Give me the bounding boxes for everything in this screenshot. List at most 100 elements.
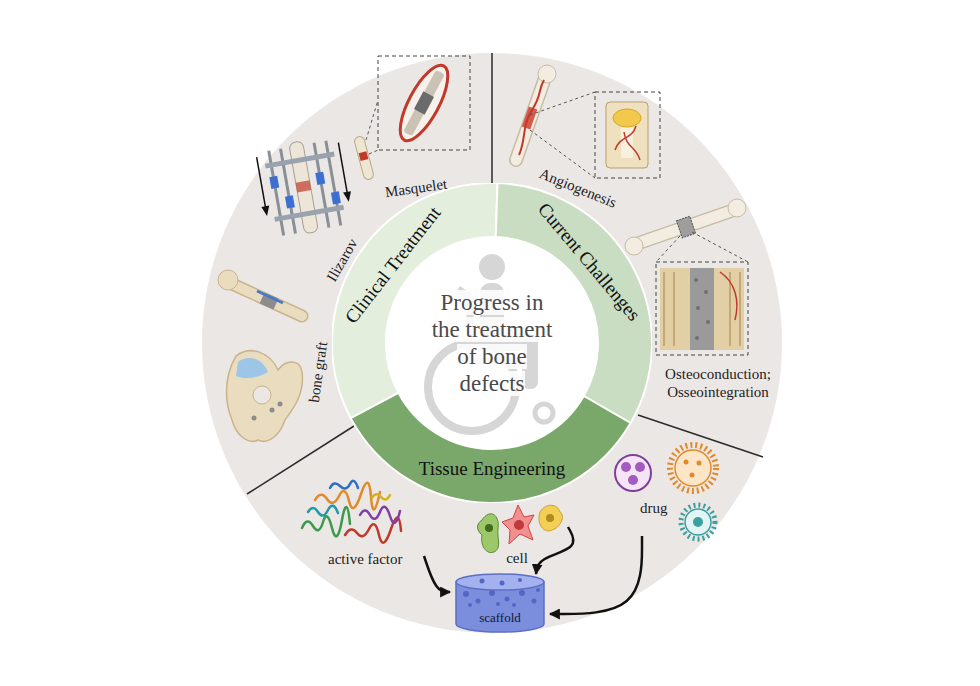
angiogenesis-figure-part	[516, 78, 545, 160]
flow-arrow	[536, 527, 573, 574]
bone-graft-figure	[218, 270, 302, 441]
masquelet-figure-part-part	[353, 135, 374, 180]
angiogenesis-figure-part	[538, 65, 556, 83]
osteoconduction-figure-part-part	[663, 272, 665, 346]
ring-segment: Tissue Engineering	[332, 183, 652, 503]
masquelet-figure-part	[378, 56, 470, 150]
angiogenesis-figure-part	[516, 78, 545, 160]
sector-divider-part	[491, 53, 493, 183]
protein-figure	[302, 481, 401, 543]
figure-caption: cell	[506, 549, 528, 567]
bone-graft-figure-part-part	[278, 402, 283, 407]
osteoconduction-figure-part-part	[706, 320, 710, 324]
protein-figure-part	[330, 481, 358, 489]
text-wrap: Progress in the treatment of bone defect…	[426, 289, 558, 397]
wheelchair-icon-part	[535, 404, 553, 422]
cell-figure-part	[546, 514, 554, 522]
center-circle-shape	[386, 237, 598, 449]
ring-segment-shape-part	[496, 183, 652, 423]
scaffold-pores-part	[468, 603, 472, 607]
nanoparticle-figure-part	[685, 509, 711, 535]
ilizarov-figure-part	[257, 143, 348, 211]
osteoconduction-figure-part-part	[704, 290, 708, 294]
outer-disk	[202, 53, 782, 633]
figure-group: active factor	[290, 470, 430, 570]
cell-figure-part	[514, 520, 524, 530]
bone-graft-figure-part	[218, 270, 238, 290]
nanoparticle-figure-part	[675, 450, 711, 486]
masquelet-figure-part	[366, 100, 378, 154]
scaffold-pores-part	[536, 588, 540, 592]
bone-graft-figure-part-part	[270, 408, 275, 413]
flow-arrow	[424, 556, 450, 592]
cell-figure-part	[478, 514, 499, 553]
scaffold-pores-part	[518, 578, 522, 582]
nanoparticle-figure-part-part	[628, 475, 638, 485]
masquelet-figure-part	[391, 59, 457, 147]
bone-graft-figure-part	[232, 284, 302, 316]
nanoparticle-figure-part-part	[621, 462, 631, 472]
ring-segment-shape-part	[332, 183, 498, 418]
nanoparticle-figure-part	[621, 462, 645, 485]
part-label: Osteoconduction; Osseointegration	[656, 365, 780, 401]
scaffold-label: scaffold	[479, 610, 521, 626]
protein-figure-part	[360, 507, 400, 523]
ring-label: Tissue Engineering	[419, 458, 566, 480]
scaffold-pores-part	[532, 599, 537, 604]
ilizarov-figure-part	[296, 180, 312, 192]
osteoconduction-figure-part	[636, 210, 734, 244]
scaffold-pores-part	[496, 602, 500, 606]
cell-figure-part	[485, 524, 493, 532]
angiogenesis-figure-part	[595, 92, 660, 178]
scaffold-pores-part	[489, 590, 495, 596]
flow-arrow	[550, 536, 642, 614]
ilizarov-figure-part-part	[285, 195, 295, 208]
osteoconduction-figure-part	[636, 210, 734, 244]
nanoparticle-figure-part	[681, 505, 715, 539]
nanoparticle-figure-part	[693, 517, 703, 527]
osteoconduction-figure-part	[690, 268, 714, 350]
masquelet-figure-part	[353, 135, 374, 180]
angiogenesis-figure-part	[615, 126, 640, 160]
center-circle: Progress in the treatment of bone defect…	[386, 237, 598, 449]
bone-graft-figure-part	[253, 386, 271, 404]
scaffold-cylinder-shape	[452, 572, 548, 636]
scaffold-pores-part	[519, 590, 525, 596]
bone-graft-figure-part	[257, 291, 283, 303]
cell-figure	[478, 505, 563, 553]
angiogenesis-figure-part	[530, 92, 595, 178]
osteoconduction-figure-part	[660, 268, 744, 350]
osteoconduction-figure-part-part	[673, 272, 675, 346]
bone-graft-figure-part	[227, 351, 303, 442]
bone-graft-figure-part	[232, 284, 302, 316]
ring-segment-shape-part	[351, 393, 631, 503]
nanoparticle-figure	[615, 445, 716, 539]
wheelchair-icon	[428, 254, 553, 431]
wheelchair-icon-part	[479, 254, 505, 280]
ilizarov-figure-part-part	[269, 176, 279, 189]
scaffold-pores-part	[500, 581, 505, 586]
nanoparticle-figure-part	[670, 445, 716, 491]
figure-group: cell	[468, 503, 566, 569]
ilizarov-figure-part-part	[338, 143, 347, 196]
masquelet-figure-part-part	[391, 59, 457, 147]
ilizarov-figure-part	[269, 166, 341, 215]
scaffold-pores-part	[463, 591, 469, 597]
scaffold-pores-part	[480, 579, 485, 584]
osteoconduction-figure-part	[694, 278, 710, 340]
nanoparticle-figure-part-part	[690, 473, 695, 478]
cell-figure-part	[502, 505, 534, 544]
ilizarov-figure	[251, 134, 357, 240]
osteoconduction-figure-part-part	[696, 306, 700, 310]
center-disc	[386, 237, 598, 449]
ilizarov-figure-part-part	[257, 157, 266, 210]
osteoconduction-figure-part-part	[739, 272, 741, 346]
bone-graft-figure-part	[252, 402, 283, 421]
figure-caption: active factor	[328, 550, 403, 568]
ilizarov-figure-part-part	[343, 191, 353, 202]
angiogenesis-figure-part	[606, 102, 648, 168]
nanoparticle-figure-part	[684, 460, 702, 478]
part-label: bone graft	[305, 340, 331, 403]
